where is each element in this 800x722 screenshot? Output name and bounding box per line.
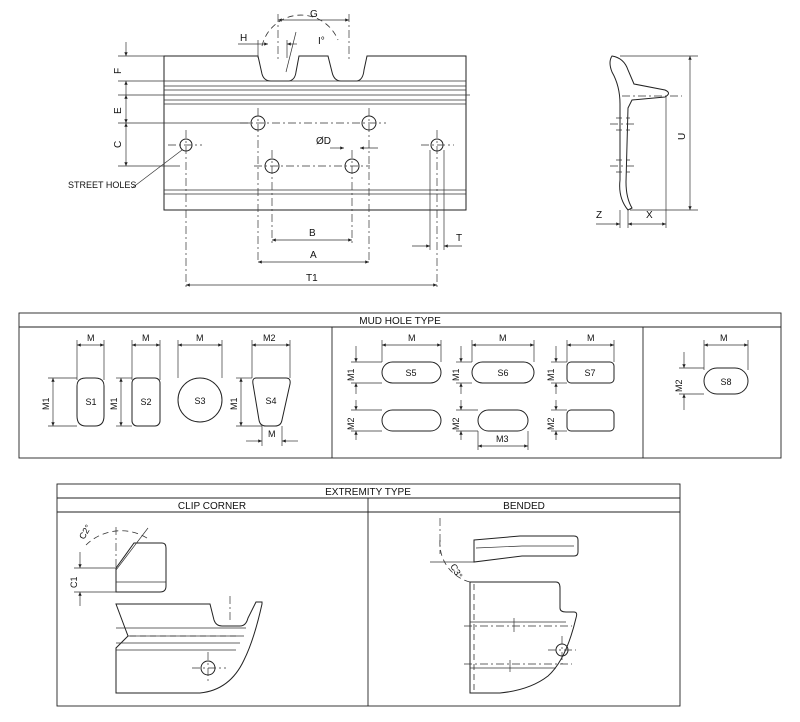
mud-hole-s7 [566, 361, 615, 384]
mud-hole-s2 [131, 377, 161, 427]
label-s8: S8 [720, 377, 731, 387]
mud-hole-s6 [471, 361, 535, 384]
label-s6: S6 [497, 368, 508, 378]
svg-text:M: M [587, 333, 595, 343]
svg-text:M1: M1 [41, 397, 51, 410]
svg-text:M: M [408, 333, 416, 343]
mud-hole-s4 [252, 377, 291, 427]
dim-E: E [113, 107, 124, 114]
mud-hole-table: MUD HOLE TYPE M S1 M1 M S2 M1 M S3 [18, 312, 782, 459]
svg-text:M2: M2 [263, 333, 276, 343]
dim-F: F [113, 68, 124, 74]
svg-text:M3: M3 [496, 434, 509, 444]
mud-hole-s3 [177, 377, 223, 423]
svg-text:M: M [268, 429, 276, 439]
side-profile [609, 55, 669, 211]
dim-D: ØD [316, 136, 331, 147]
dim-H: H [240, 33, 247, 44]
clip-corner-header: CLIP CORNER [178, 501, 246, 512]
dim-C2: C2° [77, 523, 93, 541]
side-view: U Z X [596, 55, 698, 228]
mud-hole-s1 [76, 377, 105, 427]
label-s3: S3 [194, 396, 205, 406]
dim-angle: I° [318, 36, 325, 47]
dim-C: C [113, 141, 124, 148]
clip-corner-detail [115, 542, 167, 593]
label-s5: S5 [405, 368, 416, 378]
svg-text:M2: M2 [346, 417, 356, 430]
svg-text:M1: M1 [451, 368, 461, 381]
svg-text:M: M [87, 333, 95, 343]
top-view: G H I° F E C B A T1 T ØD STREET HOLES [68, 9, 470, 290]
svg-text:M2: M2 [451, 417, 461, 430]
dim-A: A [310, 250, 317, 261]
dim-X: X [646, 210, 653, 221]
svg-text:M1: M1 [109, 397, 119, 410]
svg-text:M2: M2 [546, 417, 556, 430]
dim-C1: C1 [69, 576, 79, 588]
dim-G: G [310, 9, 318, 20]
mud-hole-title: MUD HOLE TYPE [359, 316, 441, 327]
street-holes-label: STREET HOLES [68, 180, 136, 190]
svg-text:M: M [720, 333, 728, 343]
label-s4: S4 [265, 396, 276, 406]
svg-text:M1: M1 [346, 368, 356, 381]
dim-B: B [309, 228, 316, 239]
dim-U: U [677, 133, 688, 140]
svg-text:M2: M2 [674, 379, 684, 392]
svg-text:M1: M1 [546, 368, 556, 381]
label-s1: S1 [85, 397, 96, 407]
extremity-title: EXTREMITY TYPE [325, 487, 411, 498]
dim-Z: Z [596, 210, 602, 221]
bended-header: BENDED [503, 501, 545, 512]
dim-C3: C3° [448, 562, 464, 580]
svg-text:M1: M1 [229, 397, 239, 410]
mud-hole-s8 [703, 367, 749, 395]
svg-text:M: M [196, 333, 204, 343]
clip-corner-plate [115, 601, 263, 694]
dim-T1: T1 [306, 273, 318, 284]
dim-T: T [456, 233, 462, 244]
extremity-table: EXTREMITY TYPE CLIP CORNER BENDED C2° C1 [56, 483, 681, 707]
bended-detail [473, 535, 579, 563]
label-s2: S2 [140, 397, 151, 407]
svg-text:M: M [142, 333, 150, 343]
label-s7: S7 [584, 368, 595, 378]
plate-outline [163, 55, 467, 211]
mud-hole-s5 [381, 361, 442, 384]
bended-plate [469, 581, 578, 694]
svg-text:M: M [499, 333, 507, 343]
